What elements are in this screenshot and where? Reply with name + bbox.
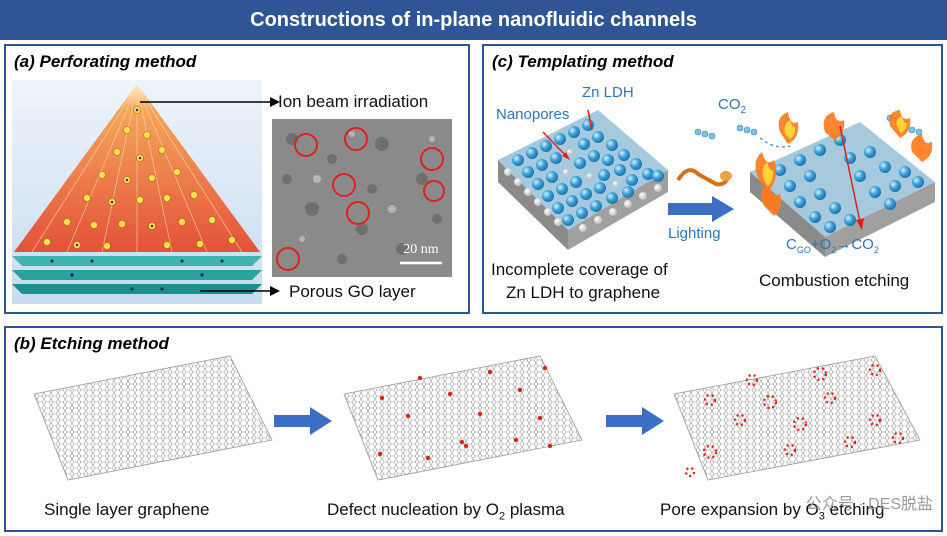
process-arrow-1 [274, 407, 332, 435]
reaction-o2-sub: 2 [831, 245, 837, 255]
lighting-label: Lighting [668, 225, 721, 242]
step2-suffix: plasma [505, 500, 565, 519]
panel-b-title: (b) Etching method [14, 334, 169, 353]
tem-micrograph: 20 nm [272, 119, 452, 277]
reaction-co2-sub: 2 [873, 245, 879, 255]
banner-title: Constructions of in-plane nanofluidic ch… [0, 0, 947, 40]
panel-c-title: (c) Templating method [492, 52, 674, 71]
reaction-equation: CGO+O2→CO2 [786, 236, 879, 255]
watermark-text: 公众号 · DES脱盐 [805, 496, 933, 513]
zn-ldh-graphene-sheet [498, 109, 668, 250]
step3-label: Pore expansion by O3 etching [660, 500, 884, 522]
co2-text: CO [718, 96, 741, 113]
co2-subscript: 2 [740, 105, 747, 116]
ion-beam-illustration [12, 80, 262, 304]
step2-text: Defect nucleation by O [327, 500, 499, 519]
coverage-caption-line1: Incomplete coverage of [491, 260, 668, 279]
reaction-plus-o: +O [810, 236, 832, 253]
step3-text: Pore expansion by O [660, 500, 819, 519]
panel-a-title: (a) Perforating method [14, 52, 197, 71]
combustion-caption: Combustion etching [759, 271, 910, 290]
graphene-sheet-defects [343, 355, 583, 481]
lighting-arrow [668, 196, 734, 222]
porous-layer-pointer-arrow [200, 286, 280, 296]
step2-label: Defect nucleation by O2 plasma [327, 500, 565, 522]
scale-bar-label: 20 nm [403, 242, 439, 257]
reaction-arrow-co: →CO [836, 236, 874, 253]
porous-go-label: Porous GO layer [289, 282, 416, 301]
step1-label: Single layer graphene [44, 500, 210, 519]
reaction-go-sub: GO [796, 245, 811, 255]
combustion-sheet [750, 110, 935, 257]
process-arrow-2 [606, 407, 664, 435]
light-source-icon [676, 168, 732, 187]
graphene-sheet-pristine [33, 355, 273, 481]
step3-subscript: 3 [818, 510, 825, 523]
reaction-c: C [786, 236, 797, 253]
zn-ldh-label: Zn LDH [582, 84, 634, 101]
step3-suffix: etching [824, 500, 885, 519]
graphene-sheet-pores [673, 355, 921, 481]
coverage-caption-line2: Zn LDH to graphene [506, 283, 661, 302]
ion-beam-label: Ion beam irradiation [278, 92, 429, 111]
co2-label: CO2 [718, 96, 746, 116]
ion-beam-pointer-arrow [140, 97, 280, 107]
nanopores-label: Nanopores [496, 106, 570, 123]
step2-subscript: 2 [498, 510, 506, 523]
